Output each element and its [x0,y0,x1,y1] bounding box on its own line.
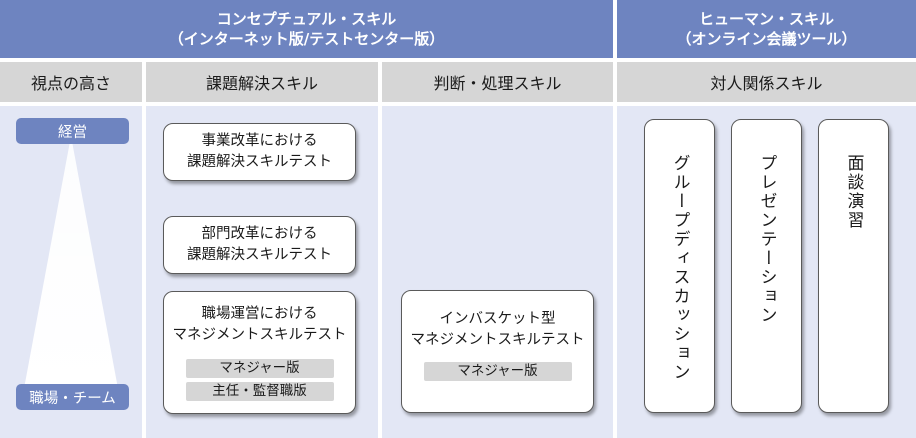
card-line-2: 課題解決スキルテスト [187,247,332,263]
viewpoint-header: 視点の高さ [0,62,142,102]
group-discussion-card: グループディスカッション [644,119,715,413]
human-skill-title: ヒューマン・スキル [698,10,834,28]
card-line-2: 課題解決スキルテスト [187,154,332,170]
business-reform-test-card: 事業改革における 課題解決スキルテスト [163,123,356,181]
human-skill-header: ヒューマン・スキル （オンライン会議ツール） [617,0,916,58]
conceptual-skill-subtitle: （インターネット版/テストセンター版） [168,30,445,48]
human-skill-subtitle: （オンライン会議ツール） [676,30,857,48]
department-reform-test-card: 部門改革における 課題解決スキルテスト [163,216,356,274]
card-label: プレゼンテーション [756,154,777,325]
manager-version-tag: マネジャー版 [423,362,572,381]
card-label: 面談演習 [843,154,864,230]
supervisor-version-tag: 主任・監督職版 [185,382,334,401]
conceptual-skill-header: コンセプチュアル・スキル （インターネット版/テストセンター版） [0,0,613,58]
card-line-1: 職場運営における [201,306,318,322]
manager-version-tag: マネジャー版 [185,359,334,378]
conceptual-skill-title: コンセプチュアル・スキル [216,10,397,28]
card-label: グループディスカッション [669,154,690,382]
card-line-1: インバスケット型 [439,311,556,327]
viewpoint-bottom-label: 職場・チーム [16,384,129,410]
card-line-2: マネジメントスキルテスト [172,327,347,343]
workplace-management-test-card: 職場運営における マネジメントスキルテスト マネジャー版 主任・監督職版 [163,291,356,414]
card-line-2: マネジメントスキルテスト [410,332,585,348]
viewpoint-top-label: 経営 [16,118,129,144]
in-basket-test-card: インバスケット型 マネジメントスキルテスト マネジャー版 [401,290,594,413]
presentation-card: プレゼンテーション [731,119,802,413]
card-line-1: 部門改革における [201,226,318,242]
judgment-header: 判断・処理スキル [382,62,613,102]
interpersonal-header: 対人関係スキル [617,62,916,102]
problem-solving-header: 課題解決スキル [146,62,378,102]
viewpoint-triangle [23,136,119,394]
card-line-1: 事業改革における [201,133,318,149]
interview-exercise-card: 面談演習 [818,119,889,413]
